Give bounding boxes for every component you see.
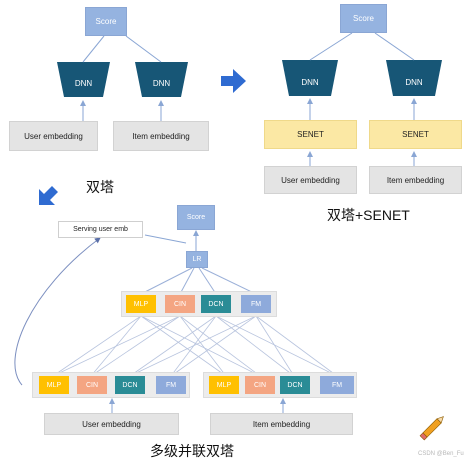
user-embedding-box-parallel: User embedding xyxy=(44,413,179,435)
score-label: Score xyxy=(95,17,117,26)
item-dcn-label: DCN xyxy=(287,381,303,389)
dnn-right-trapezoid-senet xyxy=(386,60,442,96)
edge-mid-cin-lr xyxy=(179,267,195,295)
mid-cin-box: CIN xyxy=(165,295,195,313)
score-label-parallel: Score xyxy=(186,214,206,221)
dnn-left-trapezoid-senet xyxy=(282,60,338,96)
item-embedding-label: Item embedding xyxy=(132,131,190,141)
dnn-right-trapezoid xyxy=(135,62,188,97)
dnn-right-label: DNN xyxy=(152,79,171,88)
lr-box: LR xyxy=(186,251,208,268)
user-mlp-box: MLP xyxy=(39,376,69,394)
caption-two-tower: 双塔 xyxy=(86,179,114,195)
score-label-senet: Score xyxy=(353,14,374,23)
item-embedding-box-parallel: Item embedding xyxy=(210,413,353,435)
item-embedding-box-senet: Item embedding xyxy=(369,166,462,194)
pencil-icon xyxy=(419,416,444,441)
dnn-right-label-senet: DNN xyxy=(405,78,423,87)
senet-right-box: SENET xyxy=(369,120,462,149)
dnn-left-trapezoid xyxy=(57,62,110,97)
mid-mlp-label: MLP xyxy=(133,300,149,308)
score-box-senet: Score xyxy=(340,4,387,33)
item-fm-box: FM xyxy=(320,376,354,394)
user-embedding-box-senet: User embedding xyxy=(264,166,357,194)
down-right-arrow-icon xyxy=(39,186,58,205)
item-cin-box: CIN xyxy=(245,376,275,394)
user-cin-box: CIN xyxy=(77,376,107,394)
edge-serving-lr xyxy=(144,234,187,244)
edge-dnn-right-score xyxy=(125,35,162,63)
item-embedding-box: Item embedding xyxy=(113,121,209,151)
score-box-parallel: Score xyxy=(177,205,215,230)
edge-senet-dnn-right-score xyxy=(374,32,415,61)
item-embedding-label-senet: Item embedding xyxy=(386,175,445,185)
user-mlp-label: MLP xyxy=(46,381,62,389)
right-arrow-icon xyxy=(221,69,246,93)
dnn-left-label: DNN xyxy=(74,79,93,88)
user-embedding-label: User embedding xyxy=(24,131,83,141)
edge-mid-fm-lr xyxy=(201,267,257,295)
mid-fm-box: FM xyxy=(241,295,271,313)
user-dcn-box: DCN xyxy=(115,376,145,394)
caption-multi-level-parallel: 多级并联双塔 xyxy=(150,443,234,459)
item-embedding-label-parallel: Item embedding xyxy=(252,419,311,429)
mid-dcn-label: DCN xyxy=(208,300,224,308)
user-cin-label: CIN xyxy=(85,381,99,389)
mid-mlp-box: MLP xyxy=(126,295,156,313)
serving-user-emb-label: Serving user emb xyxy=(73,226,128,233)
mid-dcn-box: DCN xyxy=(201,295,231,313)
user-embedding-box: User embedding xyxy=(9,121,98,151)
senet-left-box: SENET xyxy=(264,120,357,149)
user-embedding-label-senet: User embedding xyxy=(281,175,340,185)
item-dcn-box: DCN xyxy=(280,376,310,394)
lr-label: LR xyxy=(192,256,202,263)
score-box: Score xyxy=(85,7,127,36)
user-fm-label: FM xyxy=(165,381,177,389)
user-dcn-label: DCN xyxy=(122,381,138,389)
senet-left-label: SENET xyxy=(297,130,324,139)
edge-senet-dnn-left-score xyxy=(309,32,353,61)
mid-fm-label: FM xyxy=(250,300,262,308)
edge-dnn-left-score xyxy=(82,35,105,63)
item-mlp-label: MLP xyxy=(216,381,232,389)
item-mlp-box: MLP xyxy=(209,376,239,394)
item-cin-label: CIN xyxy=(253,381,267,389)
item-fm-label: FM xyxy=(331,381,343,389)
edge-mid-mlp-lr xyxy=(140,267,193,295)
user-embedding-label-parallel: User embedding xyxy=(82,419,141,429)
edge-mid-dcn-lr xyxy=(198,267,217,295)
caption-two-tower-senet: 双塔+SENET xyxy=(327,207,410,223)
dnn-left-label-senet: DNN xyxy=(301,78,319,87)
senet-right-label: SENET xyxy=(402,130,429,139)
watermark: CSDN @Ben_Fu xyxy=(418,451,464,457)
mid-cin-label: CIN xyxy=(173,300,187,308)
edge-user-tower-serving xyxy=(14,237,101,386)
user-fm-box: FM xyxy=(156,376,186,394)
serving-user-emb-box: Serving user emb xyxy=(58,221,143,238)
cross-connections xyxy=(52,315,338,377)
